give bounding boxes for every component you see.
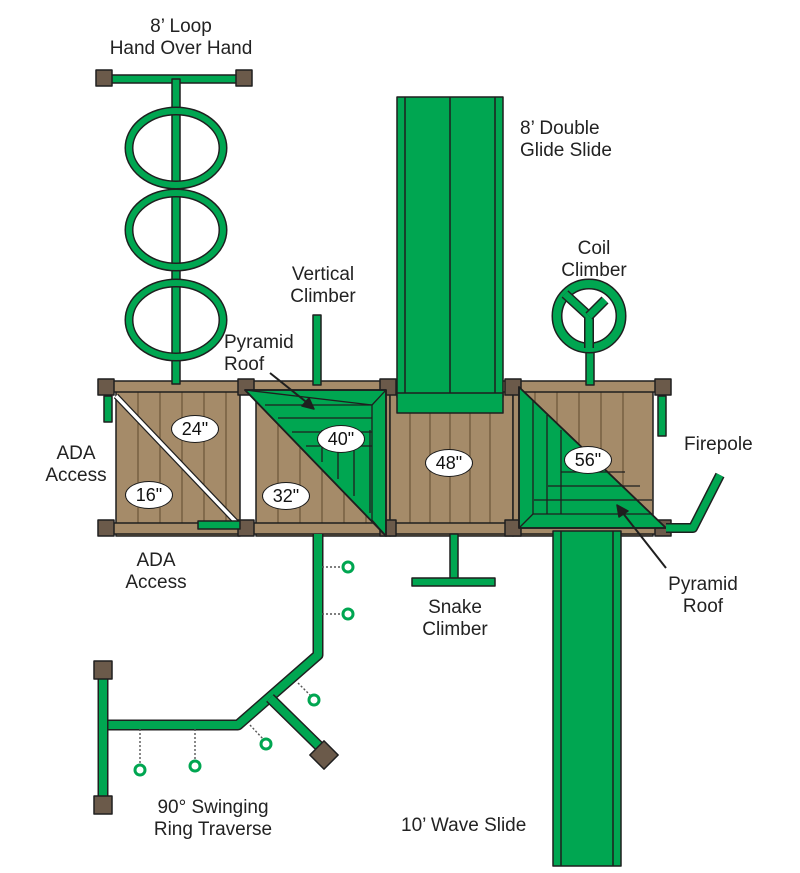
post [93, 660, 113, 680]
label-loop-hand-over-hand: 8’ Loop Hand Over Hand [96, 16, 266, 60]
label-vertical-climber: Vertical Climber [278, 264, 368, 308]
post [235, 69, 253, 87]
label-line: Snake [428, 597, 482, 618]
ring [133, 763, 147, 777]
post [97, 378, 115, 396]
ring [341, 560, 355, 574]
ring-traverse [93, 534, 355, 815]
vertical-climber [312, 314, 322, 386]
height-badge-56: 56" [564, 446, 612, 474]
ring [307, 693, 321, 707]
label-line: Access [125, 572, 187, 593]
label-line: Pyramid [224, 332, 294, 353]
label-line: Roof [224, 354, 265, 375]
post [504, 378, 522, 396]
label-coil-climber: Coil Climber [554, 238, 634, 282]
ada-access-step [197, 520, 241, 530]
snake-climber [411, 533, 496, 587]
wave-slide [552, 530, 622, 867]
post [95, 69, 113, 87]
label-line: Climber [561, 260, 627, 281]
height-badge-16: 16" [125, 481, 173, 509]
label-line: Climber [422, 619, 488, 640]
label-line: Glide Slide [520, 140, 612, 161]
post [97, 519, 115, 537]
label-wave-slide: 10’ Wave Slide [401, 815, 526, 837]
label-line: Hand Over Hand [109, 38, 253, 59]
double-glide-slide [396, 96, 504, 414]
label-line: Vertical [291, 264, 355, 285]
ring [188, 759, 202, 773]
ring [259, 737, 273, 751]
label-ada-access-bottom: ADA Access [116, 550, 196, 594]
label-ada-access-left: ADA Access [36, 443, 116, 487]
label-line: Climber [290, 286, 356, 307]
ada-access-ramp [113, 393, 239, 525]
post [654, 378, 672, 396]
label-line: Firepole [684, 434, 753, 455]
label-firepole: Firepole [684, 434, 753, 456]
height-badge-24: 24" [171, 415, 219, 443]
label-line: Access [45, 465, 107, 486]
height-badge-40: 40" [317, 425, 365, 453]
post [309, 740, 339, 770]
post [93, 795, 113, 815]
label-line: 10’ Wave Slide [401, 815, 527, 836]
label-double-glide-slide: 8’ Double Glide Slide [520, 118, 612, 162]
label-pyramid-roof-right: Pyramid Roof [658, 574, 748, 618]
label-pyramid-roof-left: Pyramid Roof [224, 332, 294, 376]
ring [341, 607, 355, 621]
label-line: 90° Swinging [157, 797, 269, 818]
label-line: 8’ Loop [150, 16, 212, 37]
loop-hand-over-hand [95, 69, 253, 385]
label-ring-traverse: 90° Swinging Ring Traverse [138, 797, 288, 841]
coil-climber [551, 278, 627, 386]
ada-access-posts [103, 395, 667, 437]
label-line: ADA [136, 550, 176, 571]
label-line: Ring Traverse [153, 819, 273, 840]
label-line: Coil [577, 238, 611, 259]
label-snake-climber: Snake Climber [410, 597, 500, 641]
height-badge-48: 48" [425, 449, 473, 477]
leader-arrows [269, 372, 667, 569]
label-line: ADA [56, 443, 96, 464]
firepole [666, 472, 725, 533]
height-badge-32: 32" [262, 482, 310, 510]
label-line: 8’ Double [520, 118, 600, 139]
label-line: Pyramid [668, 574, 738, 595]
label-line: Roof [682, 596, 724, 617]
